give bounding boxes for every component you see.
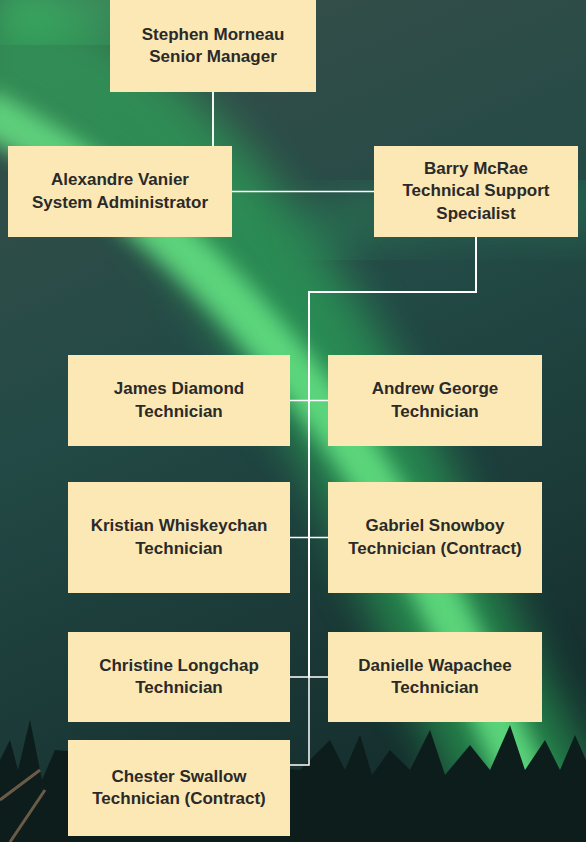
job-title: Technician (135, 677, 223, 699)
person-name: Danielle Wapachee (358, 655, 511, 677)
tree-line (0, 720, 586, 842)
job-title: Technician (Contract) (348, 538, 521, 560)
person-name: Barry McRae (424, 158, 528, 180)
org-box: Kristian WhiskeychanTechnician (68, 482, 290, 593)
branch (0, 770, 45, 842)
job-title: Technician (Contract) (92, 788, 265, 810)
job-title: Technician (135, 401, 223, 423)
job-title: Technician (135, 538, 223, 560)
person-name: Chester Swallow (111, 766, 246, 788)
org-box: Christine LongchapTechnician (68, 632, 290, 722)
job-title: Senior Manager (149, 46, 277, 68)
org-box: Danielle WapacheeTechnician (328, 632, 542, 722)
org-box: Alexandre VanierSystem Administrator (8, 146, 232, 237)
job-title: Technician (391, 401, 479, 423)
person-name: Andrew George (372, 378, 499, 400)
org-box: Gabriel SnowboyTechnician (Contract) (328, 482, 542, 593)
person-name: Stephen Morneau (142, 24, 285, 46)
person-name: Kristian Whiskeychan (91, 515, 268, 537)
aurora-glow (0, 40, 570, 842)
job-title: Technical Support Specialist (384, 180, 568, 224)
org-box: Chester SwallowTechnician (Contract) (68, 740, 290, 836)
person-name: James Diamond (114, 378, 244, 400)
reporting-line (309, 237, 476, 677)
job-title: Technician (391, 677, 479, 699)
person-name: Christine Longchap (99, 655, 259, 677)
org-box: Andrew GeorgeTechnician (328, 355, 542, 446)
reporting-line (290, 237, 476, 677)
org-box: Stephen MorneauSenior Manager (110, 0, 316, 92)
org-box: James DiamondTechnician (68, 355, 290, 446)
org-box: Barry McRaeTechnical Support Specialist (374, 146, 578, 237)
person-name: Gabriel Snowboy (366, 515, 505, 537)
job-title: System Administrator (32, 192, 208, 214)
reporting-line (213, 92, 374, 192)
person-name: Alexandre Vanier (51, 169, 189, 191)
